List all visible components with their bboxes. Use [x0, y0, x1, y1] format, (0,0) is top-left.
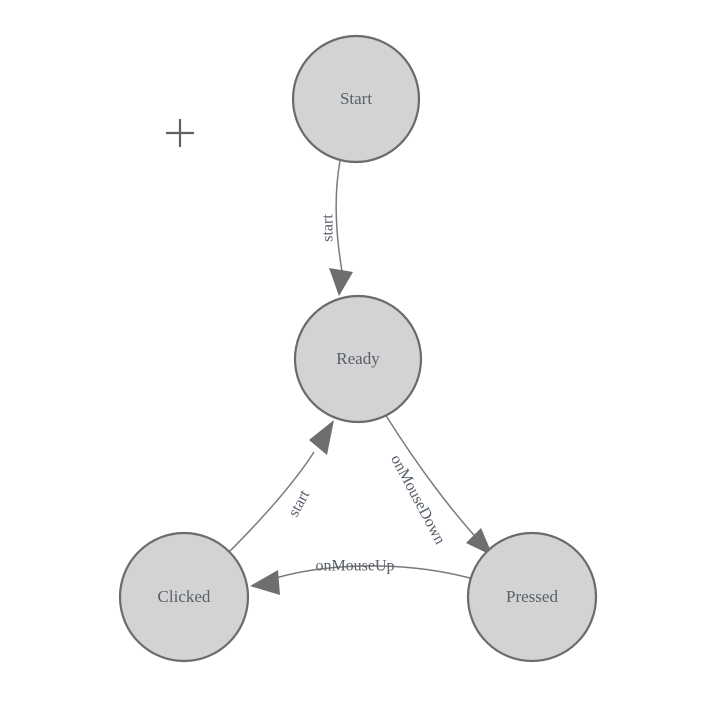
edge-start-to-ready[interactable]: start	[320, 160, 353, 296]
crosshair-icon	[166, 119, 194, 147]
edge-label-ready-to-pressed: onMouseDown	[387, 452, 448, 547]
edge-label-start-to-ready: start	[320, 214, 337, 242]
edge-start-to-ready-arrowhead	[329, 268, 353, 296]
node-ready[interactable]: Ready	[293, 294, 423, 424]
edge-start-to-ready-path	[335, 160, 345, 284]
node-pressed[interactable]: Pressed	[466, 531, 598, 663]
edge-ready-to-pressed[interactable]: onMouseDown	[384, 413, 493, 556]
edge-ready-to-pressed-arrowhead	[466, 528, 493, 556]
edge-label-clicked-to-ready: start	[285, 487, 313, 520]
edge-clicked-to-ready-path	[227, 451, 315, 554]
node-start[interactable]: Start	[291, 34, 421, 164]
edge-pressed-to-clicked[interactable]: onMouseUp	[250, 558, 471, 595]
edge-clicked-to-ready[interactable]: start	[227, 420, 334, 554]
edge-pressed-to-clicked-path	[265, 565, 471, 582]
node-ready-circle[interactable]	[293, 294, 423, 424]
node-clicked-circle[interactable]	[118, 531, 250, 663]
node-clicked[interactable]: Clicked	[118, 531, 250, 663]
edge-ready-to-pressed-path	[384, 413, 484, 546]
edge-pressed-to-clicked-arrowhead	[250, 570, 280, 595]
node-start-circle[interactable]	[291, 34, 421, 164]
node-pressed-circle[interactable]	[466, 531, 598, 663]
edge-clicked-to-ready-arrowhead	[309, 420, 334, 455]
